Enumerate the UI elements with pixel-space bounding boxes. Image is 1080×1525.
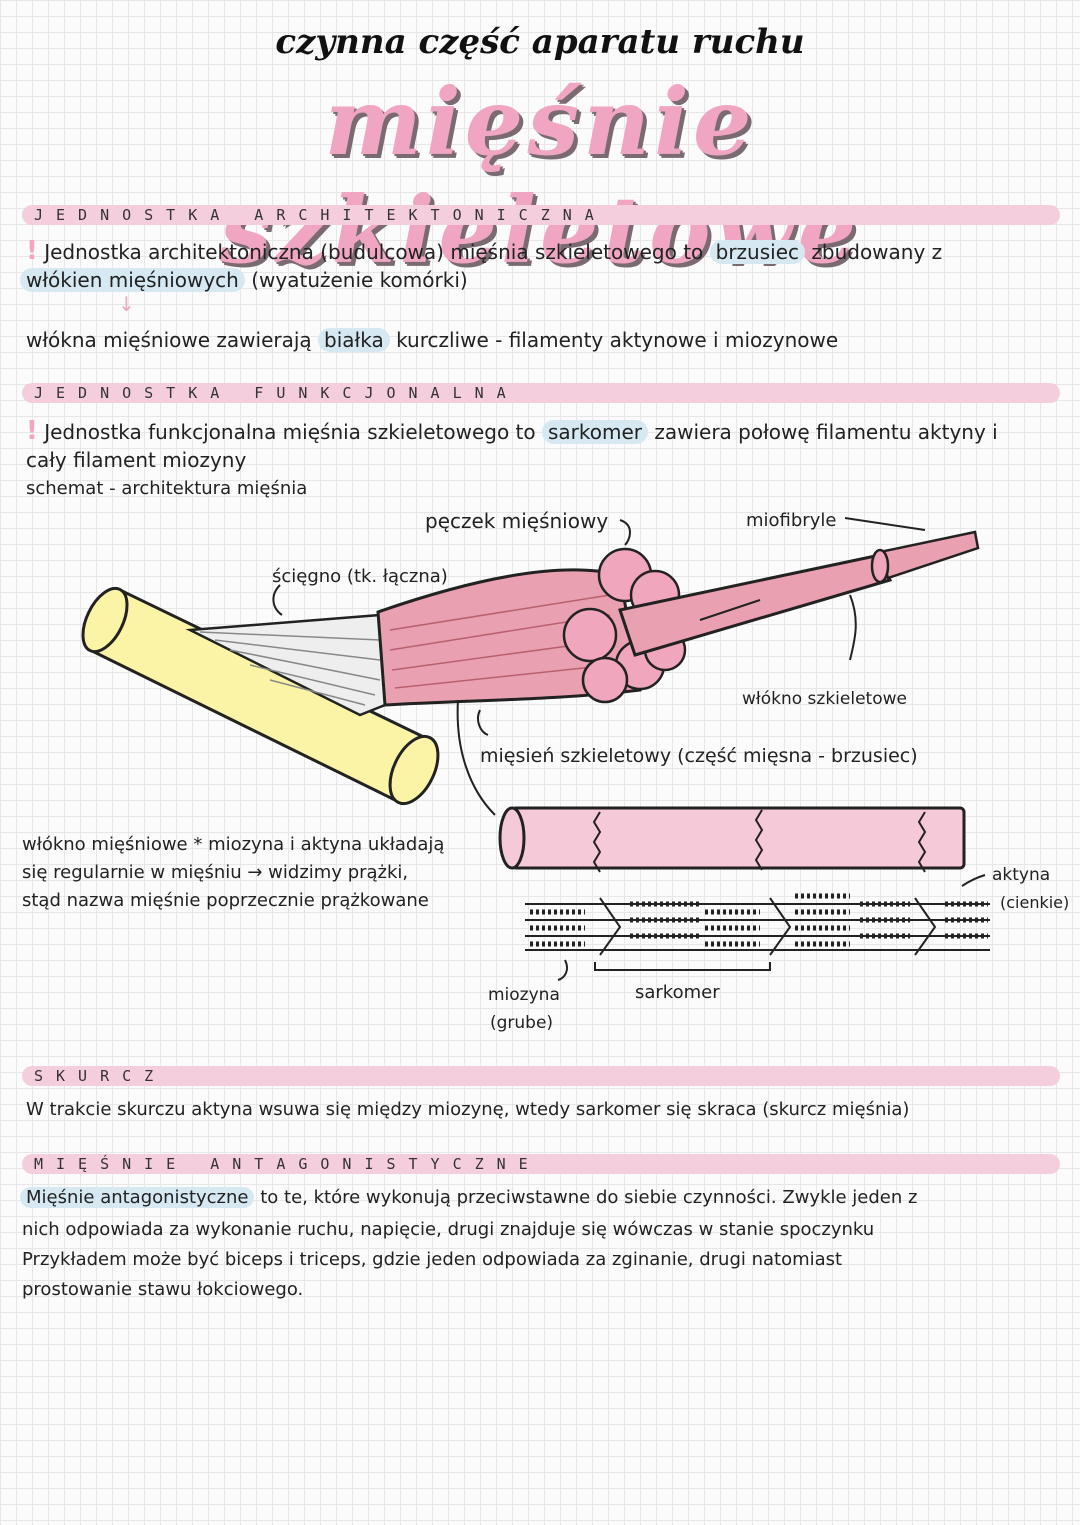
section-heading-skurcz: SKURCZ <box>22 1066 1060 1086</box>
diagram-note-line1: włókno mięśniowe * miozyna i aktyna ukła… <box>22 834 445 855</box>
page-subtitle: czynna część aparatu ruchu <box>275 22 805 62</box>
label-aktyna: aktyna <box>992 865 1050 885</box>
down-arrow-icon: ↓ <box>118 292 135 316</box>
label-miozyna: miozyna <box>488 985 560 1005</box>
arch-line2: włókien mięśniowych (wyatużenie komórki) <box>20 268 468 292</box>
sarcomere-bracket <box>594 962 771 971</box>
page-title: mięśnie szkieletowe <box>219 68 861 284</box>
label-miofibryle: miofibryle <box>746 510 836 531</box>
func-line1: ! Jednostka funkcjonalna mięśnia szkiele… <box>26 416 998 446</box>
sarcomere-filaments <box>525 897 990 956</box>
section-heading-arch: JEDNOSTKA ARCHITEKTONICZNA <box>22 205 1060 225</box>
exclamation-icon: ! <box>26 236 38 266</box>
func-line3: schemat - architektura mięśnia <box>26 478 308 499</box>
label-wlokno: włókno szkieletowe <box>742 689 907 709</box>
myosin-thick-filaments <box>530 893 988 947</box>
skurcz-text: W trakcie skurczu aktyna wsuwa się międz… <box>26 1099 910 1120</box>
diagram-note-line2: się regularnie w mięśniu → widzimy prążk… <box>22 862 409 883</box>
muscle-fiber-cylinder <box>498 806 966 873</box>
section-heading-antag: MIĘŚNIE ANTAGONISTYCZNE <box>22 1154 1060 1174</box>
antag-line4: prostowanie stawu łokciowego. <box>22 1279 304 1300</box>
label-aktyna-sub: (cienkie) <box>1000 893 1069 912</box>
myofibrils-illustration <box>618 530 980 657</box>
label-miesien: mięsień szkieletowy (część mięsna - brzu… <box>480 745 918 767</box>
func-line2: cały filament miozyny <box>26 448 247 472</box>
diagram-note-line3: stąd nazwa mięśnie poprzecznie prążkowan… <box>22 890 429 911</box>
arch-line1: ! Jednostka architektoniczna (budulcowa)… <box>26 236 943 266</box>
leader-lines <box>272 517 986 981</box>
label-sarkomer: sarkomer <box>635 982 720 1003</box>
bone-illustration <box>81 586 440 806</box>
antag-line3: Przykładem może być biceps i triceps, gd… <box>22 1249 843 1270</box>
label-peczek: pęczek mięśniowy <box>425 509 608 533</box>
antag-line1: Mięśnie antagonistyczne to te, które wyk… <box>20 1187 917 1208</box>
label-sciegno: ścięgno (tk. łączna) <box>272 566 448 587</box>
exclamation-icon: ! <box>26 416 38 446</box>
muscle-diagram: pęczek mięśniowy miofibryle ścięgno (tk.… <box>81 509 1069 1033</box>
section-heading-func: JEDNOSTKA FUNKCJONALNA <box>22 383 1060 403</box>
arch-line3: włókna mięśniowe zawierają białka kurczl… <box>26 328 839 352</box>
antag-line2: nich odpowiada za wykonanie ruchu, napię… <box>22 1219 875 1240</box>
label-miozyna-sub: (grube) <box>490 1013 553 1033</box>
